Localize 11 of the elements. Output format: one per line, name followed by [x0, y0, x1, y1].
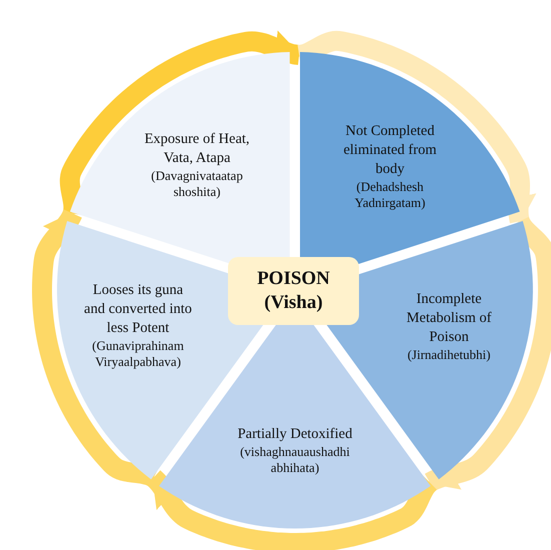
sanskrit-term: (Davagnivataatap shoshita) [150, 168, 244, 200]
center-box: POISON (Visha) [228, 257, 359, 325]
sanskrit-term: (Jirnadihetubhi) [406, 346, 492, 363]
step-text: Partially Detoxified [236, 425, 354, 444]
sanskrit-term: (vishaghnauaushadhi abhihata) [239, 444, 351, 476]
sanskrit-term: (Dehadshesh Yadnirgatam) [354, 178, 426, 211]
step-text: Incomplete Metabolism of Poison [405, 290, 492, 347]
sanskrit-term: (Gunaviprahinam Viryaalpabhava) [91, 338, 185, 370]
step-text: Not Completed eliminated from body [342, 122, 438, 179]
step-text: Looses its guna and converted into less Potent [83, 280, 193, 338]
step-text: Exposure of Heat, Vata, Atapa [143, 130, 251, 168]
